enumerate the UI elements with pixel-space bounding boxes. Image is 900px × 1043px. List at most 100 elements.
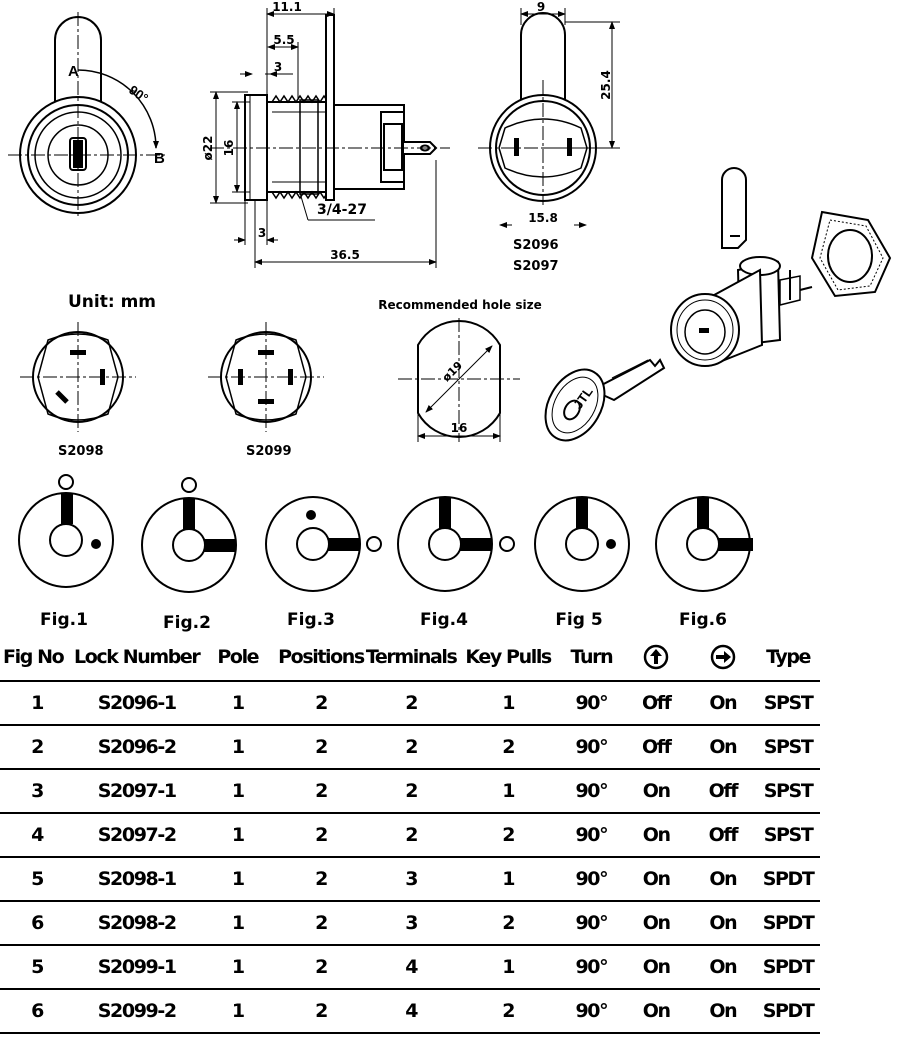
dim-3-bottom: 3 — [258, 226, 266, 240]
model-s2097: S2097 — [513, 259, 559, 274]
cell-lock-number: S2097-1 — [74, 769, 200, 814]
cell-lock-number: S2096-2 — [74, 725, 200, 770]
cell-turn: 90° — [559, 857, 623, 902]
cell-pole: 1 — [199, 989, 277, 1034]
cell-up-state: On — [622, 813, 690, 858]
cell-turn: 90° — [559, 725, 623, 770]
cell-pole: 1 — [199, 681, 277, 726]
cell-terminals: 2 — [365, 725, 457, 770]
fig-4-label: Fig.4 — [420, 610, 468, 630]
cell-right-state: On — [689, 681, 757, 726]
fig-4-diagram — [397, 496, 515, 592]
col-up-position — [622, 634, 690, 682]
arrow-up-circle-icon — [643, 644, 669, 670]
cell-up-state: On — [622, 857, 690, 902]
fig-3-diagram — [265, 496, 382, 592]
dim-25-4: 25.4 — [599, 70, 613, 100]
side-view-lock — [210, 14, 450, 201]
cell-right-state: Off — [689, 769, 757, 814]
cell-key-pulls: 1 — [456, 857, 560, 902]
dim-36-5: 36.5 — [330, 248, 360, 262]
cell-fig-no: 1 — [0, 681, 75, 726]
hole-title: Recommended hole size — [378, 298, 542, 312]
cell-up-state: On — [622, 769, 690, 814]
cell-turn: 90° — [559, 989, 623, 1034]
fig-2-label: Fig.2 — [163, 613, 211, 633]
dim-16-side: 16 — [222, 140, 236, 157]
cell-terminals: 4 — [365, 989, 457, 1034]
cell-right-state: On — [689, 901, 757, 946]
col-right-position — [689, 634, 757, 682]
cell-positions: 2 — [276, 681, 366, 726]
cell-key-pulls: 1 — [456, 945, 560, 990]
cell-type: SPDT — [756, 857, 820, 902]
cell-terminals: 3 — [365, 901, 457, 946]
cell-up-state: On — [622, 945, 690, 990]
model-s2099: S2099 — [246, 444, 292, 459]
cell-terminals: 4 — [365, 945, 457, 990]
dim-22: ø22 — [201, 136, 215, 161]
cell-turn: 90° — [559, 769, 623, 814]
cell-lock-number: S2099-2 — [74, 989, 200, 1034]
col-terminals: Terminals — [365, 634, 458, 682]
cell-terminals: 3 — [365, 857, 457, 902]
cell-terminals: 2 — [365, 769, 457, 814]
dim-11-1: 11.1 — [272, 0, 302, 14]
col-key-pulls: Key Pulls — [456, 634, 560, 682]
cell-key-pulls: 2 — [456, 989, 560, 1034]
dim-15-8: 15.8 — [528, 211, 558, 225]
side-view-dimensions — [210, 8, 437, 268]
rear-view-dimensions — [499, 8, 620, 228]
cell-up-state: On — [622, 901, 690, 946]
cell-fig-no: 5 — [0, 857, 75, 902]
recommended-hole-shape — [398, 318, 520, 442]
cell-turn: 90° — [559, 945, 623, 990]
arrow-right-circle-icon — [710, 644, 736, 670]
cell-pole: 1 — [199, 769, 277, 814]
cell-fig-no: 4 — [0, 813, 75, 858]
dim-3-top: 3 — [274, 60, 282, 74]
cell-fig-no: 6 — [0, 901, 75, 946]
cell-type: SPDT — [756, 901, 820, 946]
cell-turn: 90° — [559, 813, 623, 858]
cell-pole: 1 — [199, 813, 277, 858]
cell-terminals: 2 — [365, 813, 457, 858]
fig-5-label: Fig 5 — [555, 610, 602, 630]
cell-type: SPST — [756, 681, 820, 726]
fig-5-diagram — [534, 496, 630, 592]
rear-view-lock — [478, 12, 612, 205]
hex-nut-illustration — [810, 210, 892, 298]
cell-positions: 2 — [276, 813, 366, 858]
col-lock-number: Lock Number — [74, 634, 201, 682]
col-turn: Turn — [559, 634, 623, 682]
cell-lock-number: S2098-2 — [74, 901, 200, 946]
position-b-label: B — [154, 150, 165, 167]
fig-3-label: Fig.3 — [287, 610, 335, 630]
front-view-lock — [8, 12, 165, 218]
col-fig-no: Fig No — [0, 634, 75, 682]
fig-6-diagram — [655, 496, 753, 592]
cell-type: SPST — [756, 769, 820, 814]
cell-right-state: Off — [689, 813, 757, 858]
lock-body-illustration — [670, 256, 813, 367]
cell-up-state: Off — [622, 725, 690, 770]
cell-lock-number: S2099-1 — [74, 945, 200, 990]
hole-diameter: ø19 — [440, 359, 465, 384]
rotation-angle-label: 90° — [126, 82, 151, 106]
dim-5-5: 5.5 — [273, 33, 294, 47]
thread-label: 3/4-27 — [317, 202, 367, 218]
cell-type: SPDT — [756, 945, 820, 990]
cell-right-state: On — [689, 945, 757, 990]
cell-fig-no: 2 — [0, 725, 75, 770]
cell-lock-number: S2097-2 — [74, 813, 200, 858]
s2099-rear-view — [208, 322, 324, 432]
